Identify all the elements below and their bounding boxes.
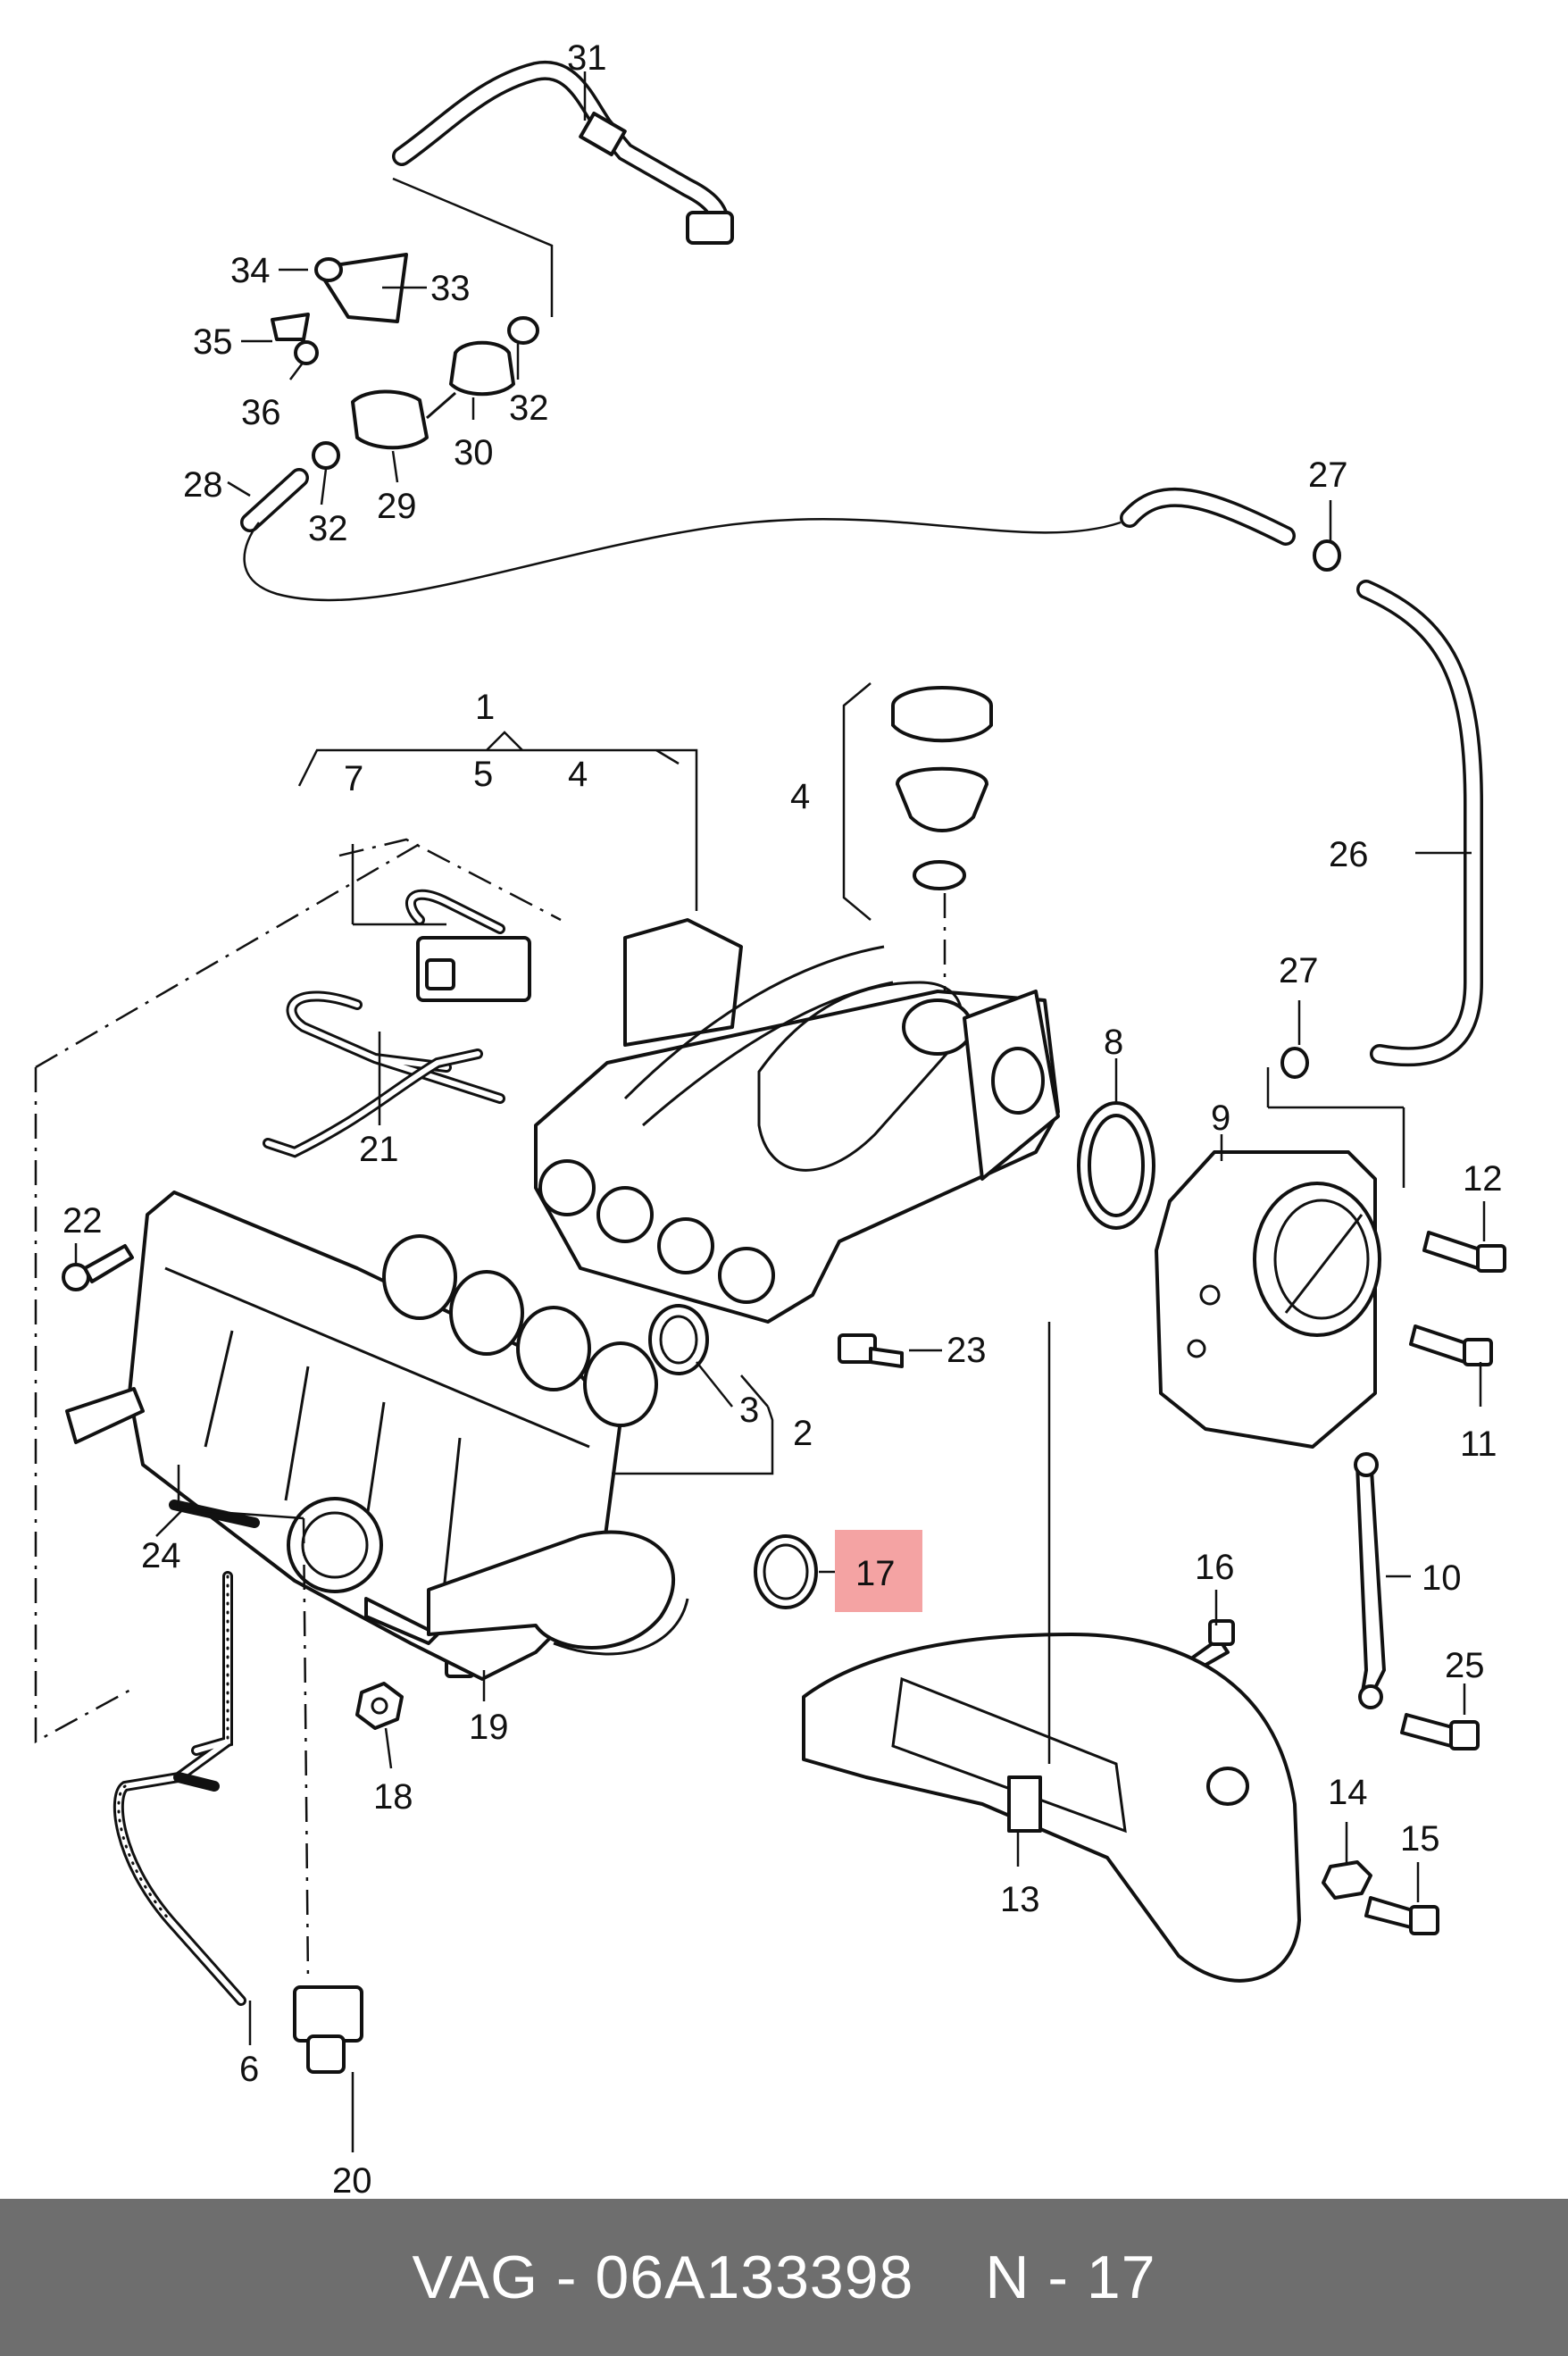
breather-hose-31	[392, 60, 734, 245]
callout-34: 34	[230, 251, 271, 290]
screw-15	[1364, 1896, 1439, 1935]
callout-19: 19	[469, 1708, 509, 1747]
part-number: 06A133398	[595, 2243, 914, 2311]
callout-4-cap: 4	[790, 777, 810, 816]
callout-29: 29	[377, 487, 417, 526]
callout-30: 30	[454, 433, 494, 472]
brand-label: VAG	[412, 2243, 539, 2311]
throttle-body-9	[1155, 1150, 1381, 1449]
group-bracket-4	[842, 682, 872, 921]
callout-25: 25	[1445, 1646, 1485, 1685]
callout-21: 21	[359, 1130, 399, 1169]
callout-13: 13	[1000, 1880, 1040, 1919]
bolt-23	[838, 1333, 904, 1368]
solenoid-valve-20	[293, 1985, 363, 2074]
callout-24: 24	[141, 1536, 181, 1575]
callout-16: 16	[1195, 1548, 1235, 1587]
solenoid-valve-5	[405, 889, 531, 1002]
callout-32-lower: 32	[308, 509, 348, 548]
support-10	[1354, 1452, 1386, 1709]
callout-23: 23	[947, 1331, 987, 1370]
group-bracket-1	[297, 748, 698, 911]
callout-12: 12	[1463, 1159, 1503, 1199]
callout-11: 11	[1460, 1424, 1497, 1464]
vacuum-hose-26	[1120, 487, 1483, 1079]
callout-2: 2	[793, 1414, 813, 1453]
o-ring-17	[754, 1534, 818, 1609]
callout-35: 35	[193, 322, 233, 362]
callout-15: 15	[1400, 1819, 1440, 1859]
callout-6: 6	[239, 2050, 259, 2089]
lower-intake-manifold-2	[65, 1191, 689, 1681]
callout-10: 10	[1422, 1558, 1462, 1598]
seal-3	[648, 1304, 709, 1375]
screw-22	[62, 1244, 134, 1291]
dashed-bracket-7	[351, 844, 446, 926]
exploded-view-drawing: 31 34 33 35 36 32 30 28 32 29 27 1 7 5 4…	[34, 38, 1506, 2201]
callout-3: 3	[739, 1391, 759, 1430]
callout-28: 28	[183, 465, 223, 505]
callout-26: 26	[1329, 835, 1369, 874]
bracket-31	[392, 177, 554, 317]
diagram-reference: N - 17	[985, 2243, 1156, 2311]
part-number-footer: VAG - 06A133398 N - 17	[0, 2199, 1568, 2356]
screw-12	[1422, 1231, 1506, 1273]
callout-17: 17	[855, 1554, 896, 1593]
callout-22: 22	[63, 1201, 103, 1241]
callout-14: 14	[1328, 1773, 1368, 1812]
oil-filler-cap-4	[891, 686, 993, 890]
callout-31: 31	[567, 38, 607, 78]
callout-7: 7	[344, 759, 363, 798]
breather-valve-cluster	[240, 253, 539, 532]
intake-runners	[382, 1234, 658, 1427]
vacuum-line-28	[243, 518, 1122, 602]
callout-36: 36	[241, 393, 281, 432]
callout-8: 8	[1104, 1023, 1123, 1062]
callout-1: 1	[475, 688, 495, 727]
callout-18: 18	[373, 1777, 413, 1817]
vacuum-line-6	[113, 1500, 260, 2006]
upper-intake-manifold	[534, 918, 1060, 1324]
highlight-box-17	[835, 1530, 922, 1612]
dashed-bracket-24	[177, 1465, 304, 1520]
callout-leaders	[74, 71, 1486, 2152]
vacuum-line-21	[263, 990, 505, 1158]
callout-32-upper: 32	[509, 388, 549, 428]
nut-14	[1322, 1860, 1372, 1900]
engine-cover-13	[802, 1633, 1301, 1983]
dashed-assembly-frame	[34, 842, 421, 1744]
callout-labels: 31 34 33 35 36 32 30 28 32 29 27 1 7 5 4…	[63, 38, 1503, 2201]
callout-9: 9	[1211, 1099, 1230, 1138]
screw-25	[1400, 1713, 1480, 1750]
gasket-8	[1077, 1101, 1155, 1230]
callout-4-group: 4	[568, 755, 588, 794]
callout-5: 5	[473, 755, 493, 794]
callout-27-lower: 27	[1279, 951, 1319, 990]
nut-18	[355, 1682, 404, 1730]
callout-20: 20	[332, 2161, 372, 2199]
callout-27-upper: 27	[1308, 455, 1348, 495]
callout-33: 33	[430, 269, 471, 308]
screw-11	[1409, 1324, 1493, 1366]
